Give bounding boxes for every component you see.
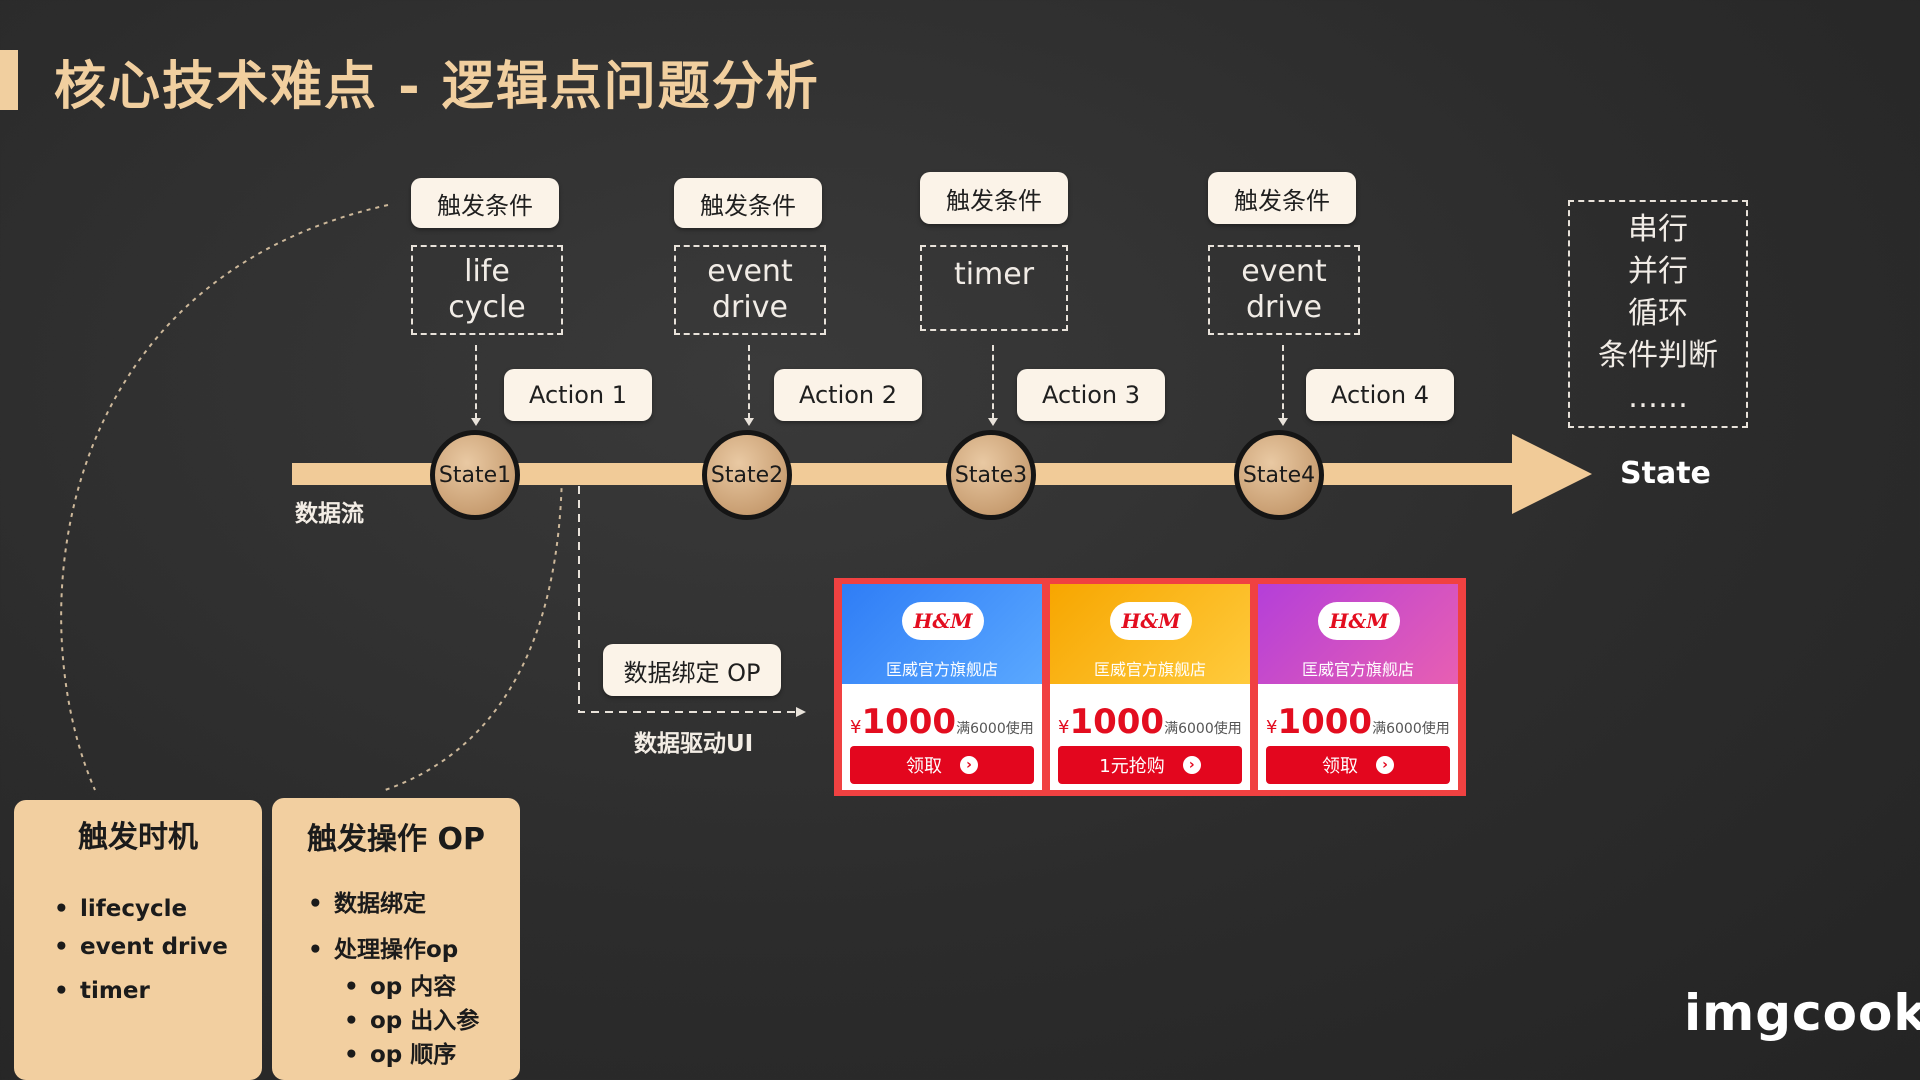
data-driven-ui-caption: 数据驱动UI xyxy=(634,731,754,757)
action-button[interactable]: Action 2 xyxy=(774,369,922,421)
coupon-card[interactable]: H&M 匡威官方旗舰店 ¥1000满6000使用 1元抢购 › xyxy=(1050,584,1250,790)
claim-button-label: 领取 xyxy=(1322,756,1358,777)
sub-list-item: op 内容 xyxy=(344,970,520,1004)
trigger-condition-label: 触发条件 xyxy=(674,178,822,228)
page-title: 核心技术难点 - 逻辑点问题分析 xyxy=(54,57,820,117)
control-flow-item: 串行 xyxy=(1628,212,1688,247)
trigger-condition-box: life cycle xyxy=(411,245,563,335)
coupon-amount: 1000 xyxy=(861,702,957,742)
list-item: timer xyxy=(54,972,262,1010)
right-curve-connector xyxy=(384,469,563,791)
currency-symbol: ¥ xyxy=(1058,717,1070,738)
brand-logo: H&M xyxy=(1318,602,1400,640)
coupon-condition: 满6000使用 xyxy=(956,721,1034,737)
coupon-panel: H&M 匡威官方旗舰店 ¥1000满6000使用 领取› H&M 匡威官方旗舰店… xyxy=(834,578,1466,796)
trigger-arrow-head xyxy=(744,418,754,426)
timing-list: lifecycle event drive timer xyxy=(54,890,262,1010)
control-flow-ellipsis: …… xyxy=(1628,380,1688,415)
store-name: 匡威官方旗舰店 xyxy=(885,660,998,679)
store-name: 匡威官方旗舰店 xyxy=(1301,660,1414,679)
trigger-arrow-line xyxy=(748,345,750,419)
trigger-arrow-head xyxy=(1278,418,1288,426)
trigger-condition-label: 触发条件 xyxy=(1208,172,1356,224)
state-node: State4 xyxy=(1234,430,1324,520)
list-item: 处理操作op xyxy=(308,930,520,970)
trigger-arrow-line xyxy=(475,345,477,419)
trigger-condition-label: 触发条件 xyxy=(411,178,559,228)
op-sublist: op 内容 op 出入参 op 顺序 xyxy=(344,970,520,1072)
data-flow-bar xyxy=(292,463,1520,485)
control-flow-box: 串行 并行 循环 条件判断 …… xyxy=(1568,200,1748,428)
op-list: 数据绑定 处理操作op xyxy=(308,884,520,970)
coupon-condition: 满6000使用 xyxy=(1164,721,1242,737)
card-title: 触发时机 xyxy=(78,820,198,855)
coupon-price: ¥1000满6000使用 xyxy=(850,702,1034,742)
sub-list-item: op 出入参 xyxy=(344,1004,520,1038)
card-title: 触发操作 OP xyxy=(307,822,485,857)
state-node: State3 xyxy=(946,430,1036,520)
coupon-condition: 满6000使用 xyxy=(1372,721,1450,737)
coupon-card[interactable]: H&M 匡威官方旗舰店 ¥1000满6000使用 领取 › xyxy=(842,584,1042,790)
control-flow-item: 循环 xyxy=(1628,296,1688,331)
data-flow-arrowhead xyxy=(1512,434,1592,514)
state-node: State2 xyxy=(702,430,792,520)
trigger-arrow-line xyxy=(1282,345,1284,419)
coupon-amount: 1000 xyxy=(1069,702,1165,742)
action-button[interactable]: Action 1 xyxy=(504,369,652,421)
trigger-condition-box: event drive xyxy=(1208,245,1360,335)
action-button[interactable]: Action 4 xyxy=(1306,369,1454,421)
claim-button-label: 领取 xyxy=(906,756,942,777)
arrow-circle-icon: › xyxy=(1182,756,1201,774)
trigger-arrow-head xyxy=(988,418,998,426)
claim-button[interactable]: 领取 › xyxy=(850,746,1034,784)
list-item: lifecycle xyxy=(54,890,262,928)
final-state-label: State xyxy=(1620,456,1711,491)
trigger-condition-label: 触发条件 xyxy=(920,172,1068,224)
state-node: State1 xyxy=(430,430,520,520)
title-accent-bar xyxy=(0,50,18,110)
arrow-circle-icon: › xyxy=(960,756,978,774)
trigger-condition-box: event drive xyxy=(674,245,826,335)
store-name: 匡威官方旗舰店 xyxy=(1093,660,1206,679)
binding-path-arrow xyxy=(796,707,806,717)
action-button[interactable]: Action 3 xyxy=(1017,369,1165,421)
buy-button[interactable]: 1元抢购 › xyxy=(1058,746,1242,784)
binding-dashed-path xyxy=(578,486,796,713)
trigger-condition-box: timer xyxy=(920,245,1068,331)
trigger-op-card: 触发操作 OP 数据绑定 处理操作op op 内容 op 出入参 op 顺序 xyxy=(272,798,520,1080)
claim-button[interactable]: 领取 › xyxy=(1266,746,1450,784)
sub-list-item: op 顺序 xyxy=(344,1038,520,1072)
data-binding-op[interactable]: 数据绑定 OP xyxy=(603,644,781,696)
buy-button-label: 1元抢购 xyxy=(1099,756,1165,777)
brand-logo: H&M xyxy=(1110,602,1192,640)
control-flow-item: 并行 xyxy=(1628,254,1688,289)
currency-symbol: ¥ xyxy=(1266,717,1278,738)
left-curve-connector xyxy=(60,204,389,791)
coupon-amount: 1000 xyxy=(1277,702,1373,742)
trigger-timing-card: 触发时机 lifecycle event drive timer xyxy=(14,800,262,1080)
coupon-price: ¥1000满6000使用 xyxy=(1266,702,1450,742)
list-item: event drive xyxy=(54,928,262,966)
arrow-circle-icon: › xyxy=(1376,756,1394,774)
coupon-card[interactable]: H&M 匡威官方旗舰店 ¥1000满6000使用 领取 › xyxy=(1258,584,1458,790)
control-flow-item: 条件判断 xyxy=(1598,338,1718,373)
coupon-price: ¥1000满6000使用 xyxy=(1058,702,1242,742)
trigger-arrow-line xyxy=(992,345,994,419)
list-item: 数据绑定 xyxy=(308,884,520,924)
trigger-arrow-head xyxy=(471,418,481,426)
brand-logo: H&M xyxy=(902,602,984,640)
dataflow-label: 数据流 xyxy=(295,501,364,527)
imgcook-logo: imgcook xyxy=(1684,984,1920,1042)
currency-symbol: ¥ xyxy=(850,717,862,738)
